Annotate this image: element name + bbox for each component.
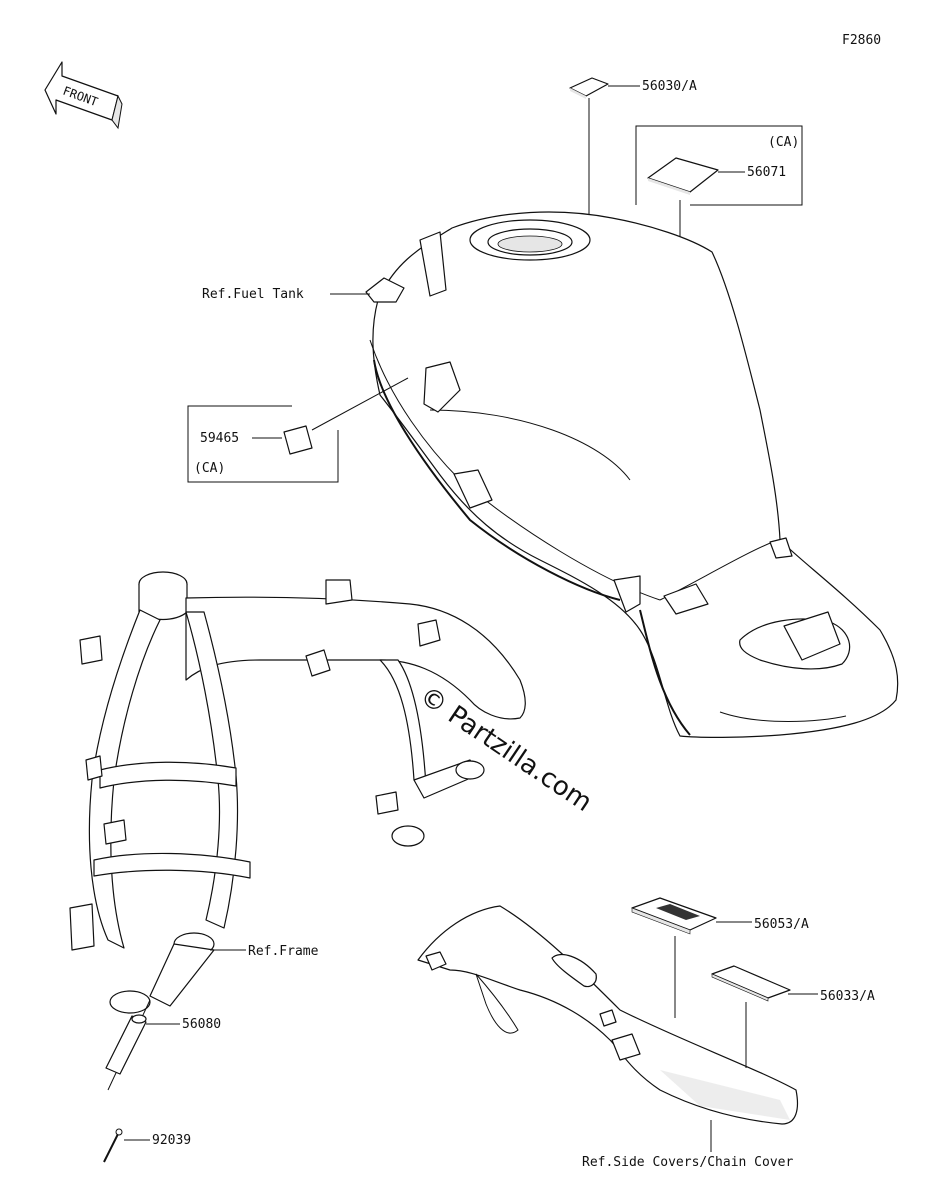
callout-56071: 56071 [747, 165, 786, 180]
label-56033-part [711, 965, 818, 1068]
callout-side-covers: Ref.Side Covers/Chain Cover [582, 1155, 793, 1170]
callout-fuel-tank: Ref.Fuel Tank [202, 287, 304, 302]
chain-cover-drawing [417, 905, 799, 1125]
callout-56030: 56030/A [642, 79, 697, 94]
label-56080-part [105, 999, 180, 1091]
figure-code: F2860 [842, 33, 881, 48]
callout-59465-note: (CA) [194, 461, 225, 476]
pin-92039-icon [103, 1128, 150, 1163]
callout-56080: 56080 [182, 1017, 221, 1032]
front-arrow-icon: FRONT [44, 61, 123, 130]
frame-drawing [69, 571, 526, 1014]
callout-92039: 92039 [152, 1133, 191, 1148]
label-56053-part [631, 897, 752, 1018]
callout-59465: 59465 [200, 431, 239, 446]
callout-box-59465 [187, 377, 409, 483]
callout-56033: 56033/A [820, 989, 875, 1004]
callout-frame: Ref.Frame [248, 944, 319, 959]
fuel-tank-drawing [365, 211, 899, 738]
callout-56071-note: (CA) [768, 135, 799, 150]
callout-box-56071 [617, 125, 803, 312]
callout-56053: 56053/A [754, 917, 809, 932]
